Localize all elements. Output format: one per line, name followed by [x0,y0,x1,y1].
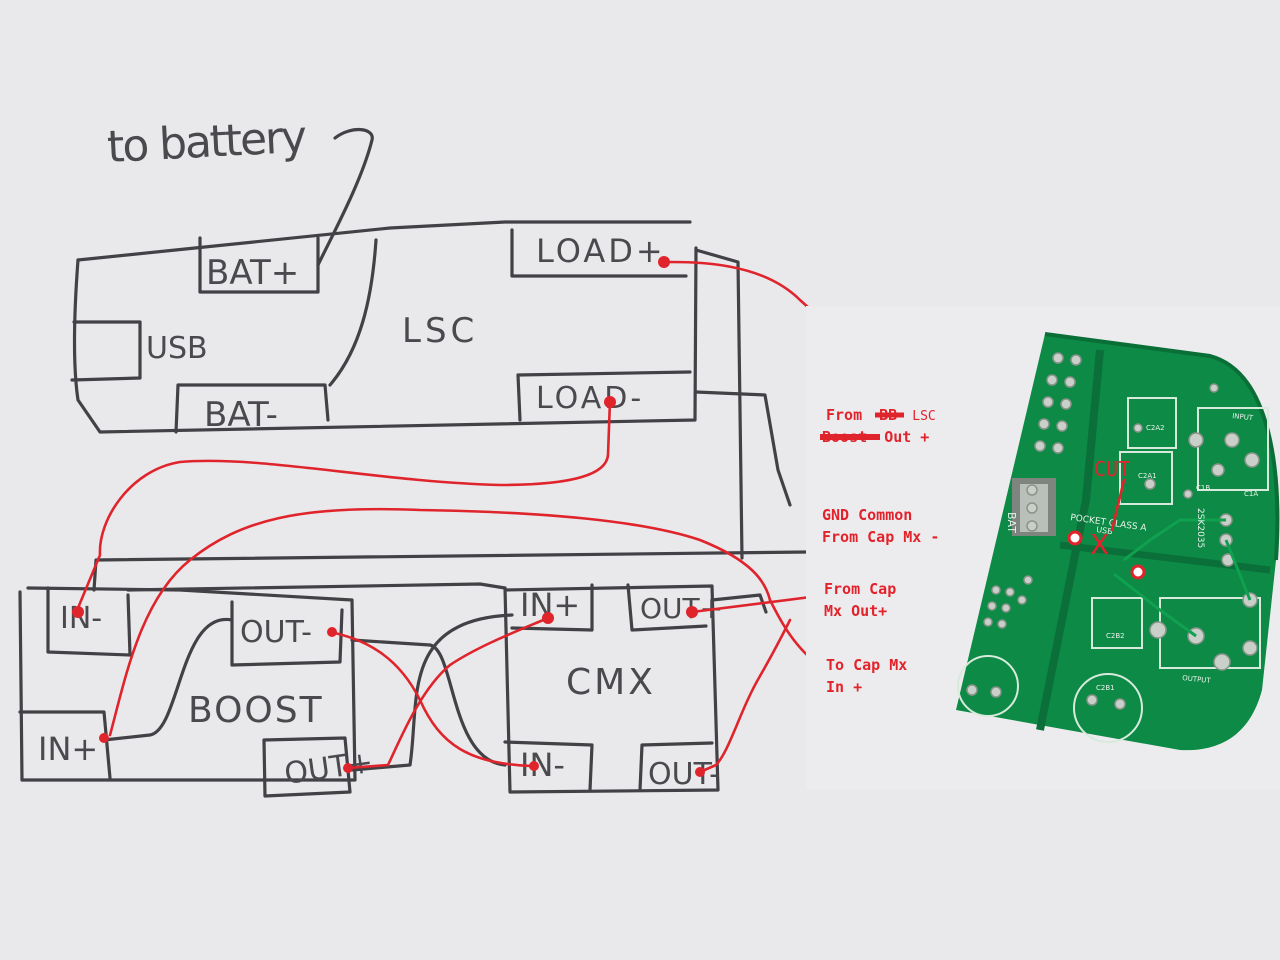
pcb-c1a-silk: C1A [1244,490,1258,498]
pcb-c1b-silk: C1B [1196,484,1210,492]
lsc-load-plus-label: LOAD+ [536,232,666,270]
lsc-bat-minus-label: BAT- [204,395,278,435]
lsc-block [70,128,792,560]
pcb-output-silk: OUTPUT [1182,674,1212,685]
boost-in-plus-label: IN+ [38,730,98,768]
red-connection-dots [72,256,705,777]
to-battery-label: to battery [106,112,308,173]
lsc-load-minus-label: LOAD- [536,381,644,416]
pcb-usb-silk: USB [1096,525,1114,536]
pcb-input-silk: INPUT [1232,412,1254,422]
boost-out-minus-label: OUT- [240,615,312,650]
cmx-block [503,583,720,794]
cut-label: CUT [1094,457,1130,481]
lsc-label: LSC [402,311,478,351]
pcb-part-silk: 2SK2035 [1195,508,1205,548]
lsc-bat-plus-label: BAT+ [206,253,299,293]
cmx-label: CMX [566,662,656,703]
cmx-out-plus-label: OUT+ [640,592,723,625]
boost-in-minus-label: IN- [60,601,102,636]
pcb-bat-silk: BAT [1005,512,1018,533]
pcb-c2b2-silk: C2B2 [1106,632,1125,640]
pencil-wires [92,550,810,772]
cmx-out-minus-label: OUT- [648,757,720,792]
to-capmx-in-label-2: In + [826,678,862,696]
capmx-out-label-2: Mx Out+ [824,602,887,620]
lsc-usb-label: USB [146,331,208,366]
capmx-out-label-1: From Cap [824,580,896,598]
pcb-photo [806,306,1280,790]
gnd-common-label-1: GND Common [822,506,912,524]
pcb-capmx-point [1130,564,1146,580]
pcb-c2b1-silk: C2B1 [1096,684,1115,692]
gnd-common-label-2: From Cap Mx - [822,528,939,546]
cut-line [1110,478,1126,532]
pcb-c2a1-silk: C2A1 [1138,472,1157,480]
boost-label: BOOST [188,690,324,731]
pcb-c2a2-silk: C2A2 [1146,424,1165,432]
pcb-gnd-point [1067,530,1083,546]
to-capmx-in-label-1: To Cap Mx [826,656,907,674]
cut-mark: X [1090,528,1109,561]
